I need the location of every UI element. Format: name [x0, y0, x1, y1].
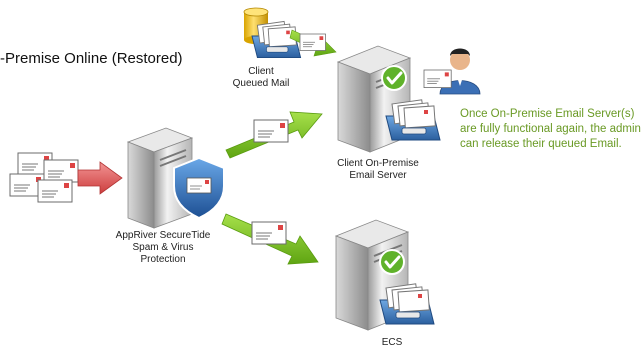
mail-tray-icon [379, 283, 435, 325]
client-queued-mail-label: Client Queued Mail [232, 66, 290, 89]
client-server-label: Client On-Premise Email Server [337, 158, 419, 181]
envelope-icon [251, 221, 287, 245]
appriver-label: AppRiver SecureTide Spam & Virus Protect… [115, 230, 211, 265]
envelope-icon [253, 119, 289, 143]
mail-tray-icon [385, 99, 441, 141]
incoming-envelopes [9, 152, 79, 203]
admin-release-note: Once On-Premise Email Server(s) are full… [460, 108, 641, 150]
check-icon [378, 248, 406, 276]
diagram-title: -Premise Online (Restored) [0, 50, 183, 67]
check-icon [380, 64, 408, 92]
envelope-icon [423, 69, 452, 88]
red-inbound-arrow [77, 161, 123, 195]
shield-icon [173, 156, 225, 220]
envelope-icon [299, 33, 326, 51]
ecs-label: ECS [381, 337, 403, 348]
